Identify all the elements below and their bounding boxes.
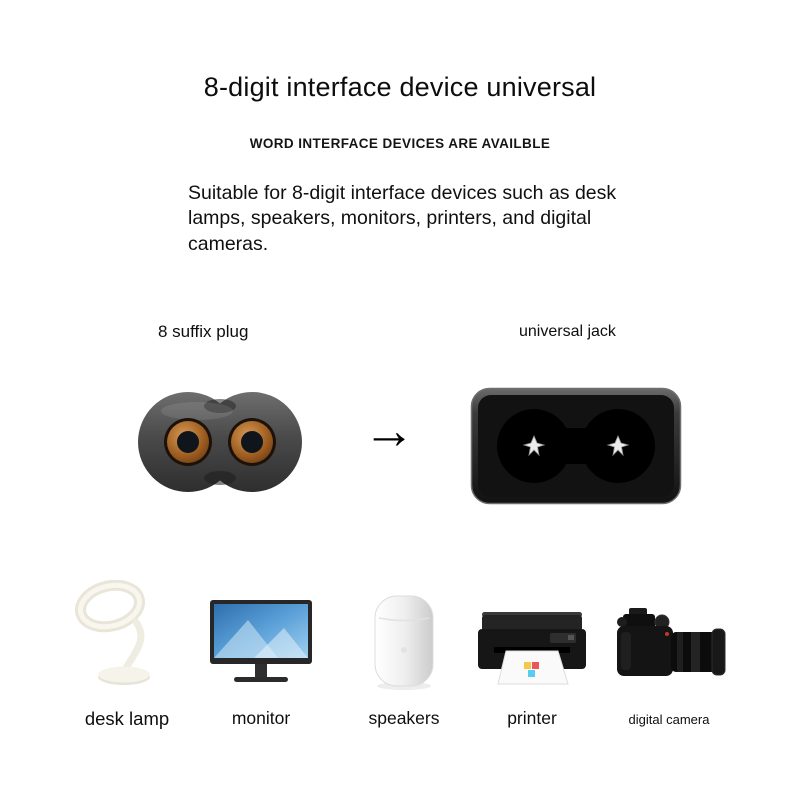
product-examples-row: desk lamp: [0, 578, 800, 748]
page-subtitle: WORD INTERFACE DEVICES ARE AVAILBLE: [249, 136, 551, 151]
product-label-desk-lamp: desk lamp: [84, 708, 170, 729]
product-label-printer: printer: [507, 708, 557, 728]
right-arrow-icon: →: [363, 402, 415, 460]
speakers-image: [349, 578, 459, 690]
product-desk-lamp: desk lamp: [62, 578, 192, 730]
product-digital-camera: digital camera: [600, 578, 738, 727]
desk-lamp-image: [72, 578, 182, 690]
jack-label: universal jack: [519, 323, 616, 340]
figure8-plug-image: [135, 389, 305, 500]
product-label-speakers: speakers: [368, 708, 440, 728]
page-title: 8-digit interface device universal: [203, 72, 597, 102]
product-label-monitor: monitor: [231, 708, 291, 728]
figure8-jack-image: [470, 387, 682, 510]
digital-camera-image: [609, 578, 729, 690]
figure8-plug-graphic: [138, 392, 302, 492]
product-printer: printer: [468, 578, 596, 729]
printer-image: [472, 578, 592, 690]
product-speakers: speakers: [340, 578, 468, 729]
product-monitor: monitor: [196, 578, 326, 729]
product-label-digital-camera: digital camera: [628, 712, 710, 727]
monitor-image: [206, 578, 316, 690]
plug-label: 8 suffix plug: [158, 322, 249, 341]
figure8-jack-graphic: [470, 387, 682, 505]
page-description: Suitable for 8-digit interface devices s…: [188, 182, 617, 255]
